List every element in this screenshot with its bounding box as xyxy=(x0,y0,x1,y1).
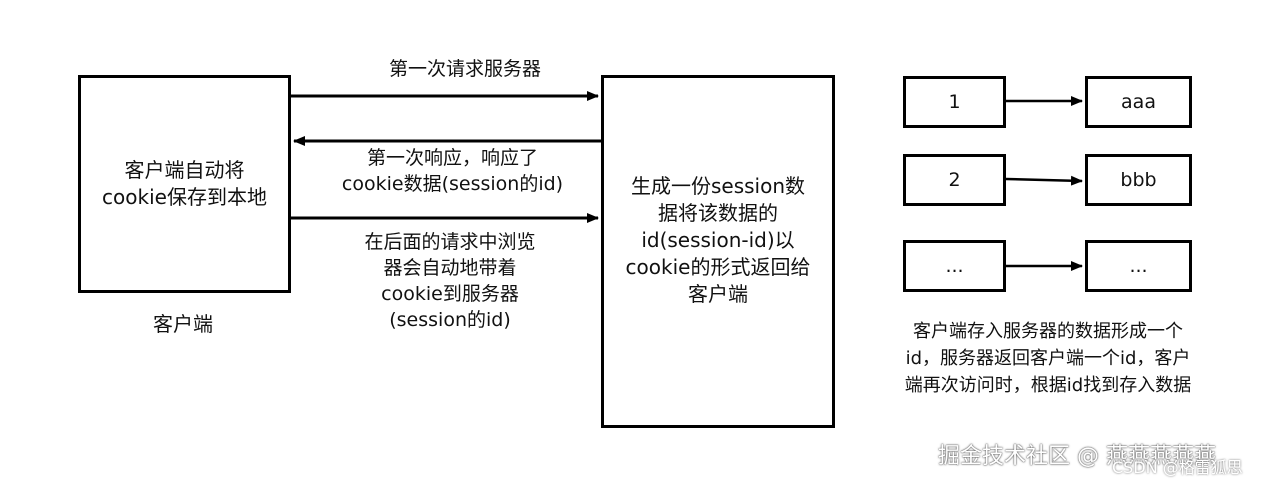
map-key-box: 1 xyxy=(903,76,1006,128)
first-response-line: 第一次响应，响应了 xyxy=(366,147,538,169)
map-note-line: 端再次访问时，根据id找到存入数据 xyxy=(904,375,1192,396)
first-response-line: cookie数据(session的id) xyxy=(341,173,564,195)
map-value-box: bbb xyxy=(1085,154,1192,206)
map-value-box: ... xyxy=(1085,240,1192,292)
client-box-line: cookie保存到本地 xyxy=(102,185,267,209)
map-key-box: ... xyxy=(903,240,1006,292)
client-box-line: 客户端自动将 xyxy=(124,158,245,182)
map-value-label: bbb xyxy=(1120,169,1157,191)
server-box-line: 生成一份session数 xyxy=(630,174,806,198)
watermark-sub: CSDN @格雷狐思 xyxy=(1112,458,1243,477)
watermark-main: 掘金技术社区 @ 燕燕燕燕燕 xyxy=(938,444,1216,469)
map-note-line: 客户端存入服务器的数据形成一个 xyxy=(913,321,1183,342)
first-response-label: 第一次响应，响应了 cookie数据(session的id) xyxy=(300,145,605,197)
map-value-label: aaa xyxy=(1121,91,1156,113)
server-box-line: id(session-id)以 xyxy=(641,228,795,252)
map-key-label: ... xyxy=(945,255,964,277)
map-note: 客户端存入服务器的数据形成一个 id，服务器返回客户端一个id，客户 端再次访问… xyxy=(858,318,1238,399)
map-key-label: 1 xyxy=(948,91,961,113)
map-value-label: ... xyxy=(1129,255,1148,277)
map-value-box: aaa xyxy=(1085,76,1192,128)
later-request-line: 器会自动地带着 xyxy=(383,257,517,279)
client-box: 客户端自动将 cookie保存到本地 xyxy=(78,75,291,293)
later-request-line: (session的id) xyxy=(389,309,511,331)
client-box-text: 客户端自动将 cookie保存到本地 xyxy=(102,157,267,211)
client-caption: 客户端 xyxy=(153,312,213,336)
server-box-line: cookie的形式返回给 xyxy=(625,255,811,279)
map-arrow-2 xyxy=(1005,175,1083,186)
later-request-label: 在后面的请求中浏览 器会自动地带着 cookie到服务器 (session的id… xyxy=(310,229,590,333)
map-key-box: 2 xyxy=(903,154,1006,206)
server-box-line: 客户端 xyxy=(687,282,748,306)
first-request-label: 第一次请求服务器 xyxy=(388,58,541,80)
server-box-line: 据将该数据的 xyxy=(657,201,778,225)
map-note-line: id，服务器返回客户端一个id，客户 xyxy=(905,348,1191,369)
map-key-label: 2 xyxy=(948,169,961,191)
later-request-line: cookie到服务器 xyxy=(381,283,519,305)
server-box: 生成一份session数 据将该数据的 id(session-id)以 cook… xyxy=(601,75,835,428)
server-box-text: 生成一份session数 据将该数据的 id(session-id)以 cook… xyxy=(626,173,811,308)
later-request-line: 在后面的请求中浏览 xyxy=(364,231,536,253)
